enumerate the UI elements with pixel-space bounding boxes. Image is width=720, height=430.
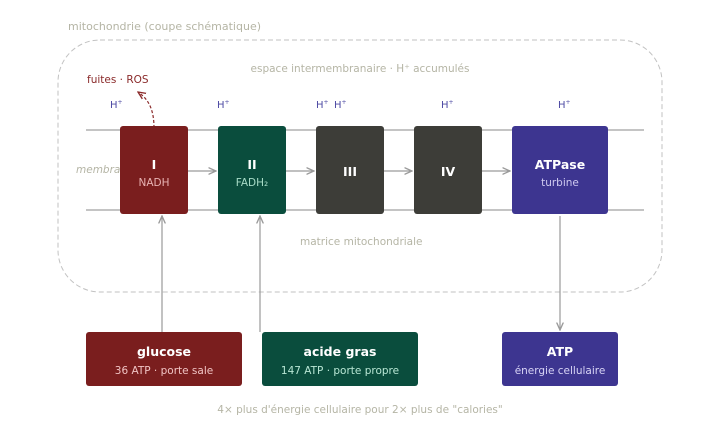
intermembrane-space-label: espace intermembranaire · H⁺ accumulés [250,63,470,75]
leak-arrow [138,92,155,129]
complex-i-sub: NADH [138,177,170,189]
complex-iii: III [316,126,384,214]
membrane-label: membrane [76,164,134,176]
output-atp: ATP énergie cellulaire [502,332,618,386]
proton-iii-a: H+ [316,99,329,111]
output-atp-name: ATP [546,344,574,359]
proton-iv: H+ [441,99,454,111]
source-acide-gras-sub: 147 ATP · porte propre [280,365,400,377]
complex-atpase-sub: turbine [541,177,579,189]
diagram-title: mitochondrie (coupe schématique) [68,20,262,33]
proton-atpase: H+ [558,99,571,111]
complex-i: I NADH [120,126,188,214]
source-glucose-sub: 36 ATP · porte sale [114,365,214,377]
proton-ii: H+ [217,99,230,111]
complex-iv-name: IV [440,164,456,179]
complex-atpase-name: ATPase [534,157,586,172]
source-acide-gras-name: acide gras [303,344,377,359]
source-acide-gras: acide gras 147 ATP · porte propre [262,332,418,386]
complex-ii-name: II [247,157,257,172]
source-glucose-name: glucose [136,344,192,359]
complex-iii-name: III [343,164,357,179]
complex-ii-sub: FADH₂ [235,177,269,189]
leak-label: fuites · ROS [87,74,149,86]
complex-atpase: ATPase turbine [512,126,608,214]
footer-note: 4× plus d'énergie cellulaire pour 2× plu… [217,404,503,416]
source-glucose: glucose 36 ATP · porte sale [86,332,242,386]
matrix-label: matrice mitochondriale [300,236,423,248]
output-atp-sub: énergie cellulaire [514,365,606,377]
complex-ii: II FADH₂ [218,126,286,214]
proton-iii-b: H+ [334,99,347,111]
mitochondria-outline [57,39,663,293]
complex-i-name: I [151,157,157,172]
complex-iv: IV [414,126,482,214]
proton-i: H+ [110,99,123,111]
